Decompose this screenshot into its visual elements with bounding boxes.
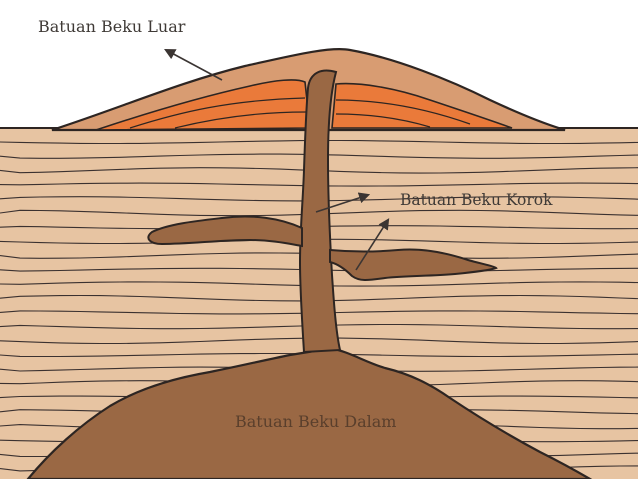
arrow-intrusive-upper xyxy=(315,192,371,213)
lava-band-right-2 xyxy=(335,113,431,128)
sill-right xyxy=(329,248,498,281)
arrow-extrusive xyxy=(164,48,223,81)
arrow-intrusive-lower xyxy=(355,218,390,271)
lava-layer-left xyxy=(95,79,311,131)
sill-left xyxy=(147,215,303,248)
lava-band-left-2 xyxy=(174,111,307,129)
label-intrusive-rock: Batuan Beku Korok xyxy=(400,191,553,209)
label-plutonic-rock: Batuan Beku Dalam xyxy=(235,412,396,431)
lava-band-left-1 xyxy=(129,97,306,129)
label-extrusive-rock: Batuan Beku Luar xyxy=(38,17,186,36)
lava-layer-right xyxy=(331,82,513,129)
lava-band-right-1 xyxy=(335,99,471,125)
